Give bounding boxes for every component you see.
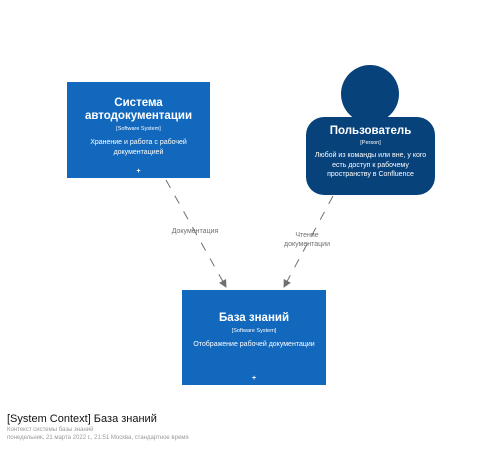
autodoc-system-name: Система автодокументации: [67, 97, 210, 123]
diagram-title: [System Context] База знаний: [7, 413, 157, 425]
read-relationship-label: Чтение документации: [272, 231, 342, 249]
read-label-line2: документации: [284, 241, 330, 248]
autodoc-stereotype: [Software System]: [116, 126, 161, 132]
autodoc-name-line1: Система: [114, 97, 163, 109]
docs-relationship-label: Документация: [171, 228, 219, 235]
autodoc-description: Хранение и работа с рабочей документацие…: [90, 139, 187, 156]
user-stereotype: [Person]: [360, 140, 381, 146]
kb-expand-icon[interactable]: +: [251, 375, 257, 382]
user-description: Любой из команды или вне, у кого есть до…: [314, 152, 427, 178]
autodoc-expand-icon[interactable]: +: [136, 168, 141, 175]
read-label-line1: Чтение: [295, 232, 319, 239]
autodoc-system-box[interactable]: Система автодокументации [Software Syste…: [67, 82, 210, 178]
user-person-head-icon: [341, 65, 399, 123]
user-person-name: Пользователь: [329, 125, 412, 137]
kb-stereotype: [Software System]: [231, 328, 277, 334]
kb-description: Отображение рабочей документации: [193, 341, 315, 348]
autodoc-name-line2: автодокументации: [84, 110, 193, 122]
docs-relationship-line: [165, 179, 227, 288]
diagram-subtitle: Контекст системы базы знаний: [7, 427, 94, 433]
diagram-footer: [System Context] База знаний Контекст си…: [7, 412, 487, 442]
knowledge-base-system-box[interactable]: База знаний [Software System] Отображени…: [182, 290, 326, 385]
kb-system-name: База знаний: [218, 312, 290, 324]
user-person-box[interactable]: Пользователь [Person] Любой из команды и…: [306, 117, 435, 195]
diagram-timestamp: понедельник, 21 марта 2022 г., 21:51 Мос…: [7, 435, 189, 441]
